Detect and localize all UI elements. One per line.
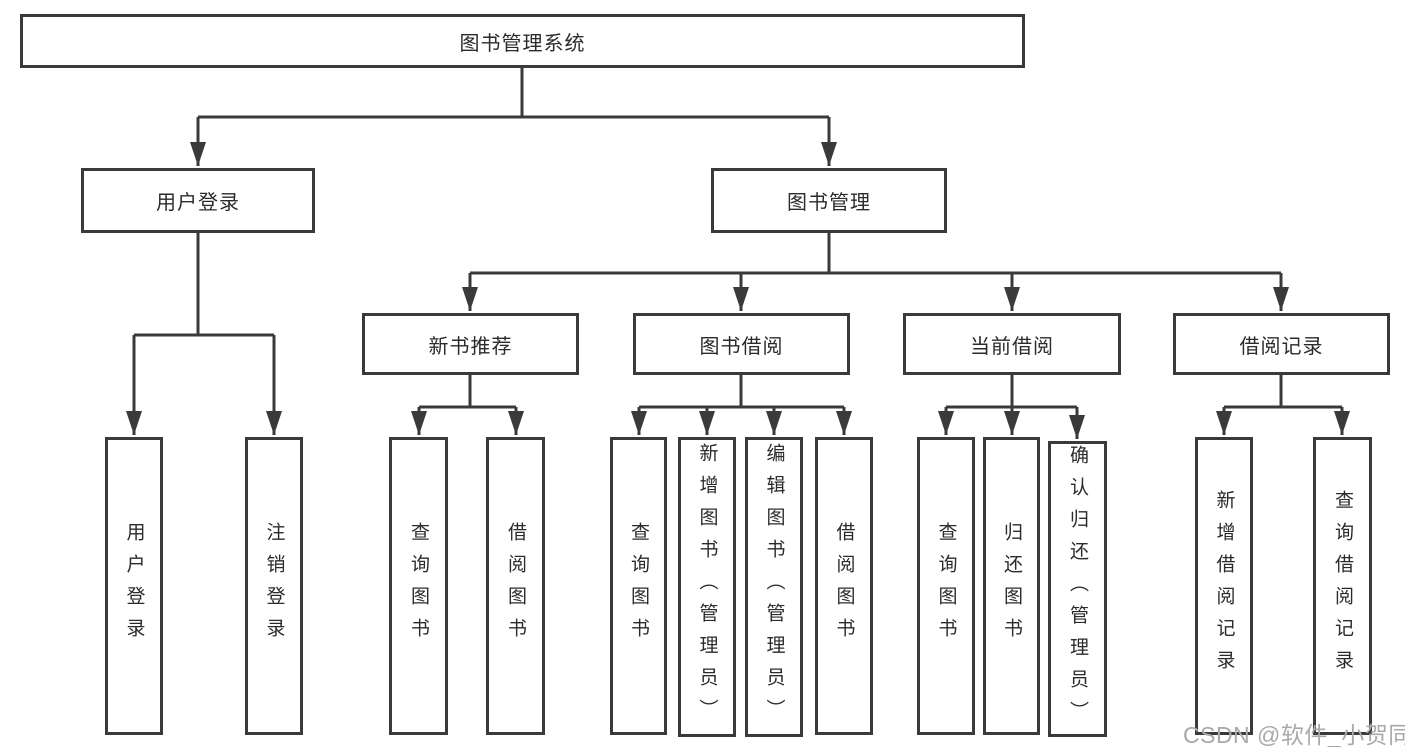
leaf-borrow-books: 借阅图书 [486, 437, 545, 735]
node-label: 查询图书 [408, 522, 429, 650]
node-label: 查询借阅记录 [1332, 490, 1353, 682]
node-label: 借阅图书 [505, 522, 526, 650]
node-user-login: 用户登录 [81, 168, 315, 233]
node-label: 编辑图书（管理员） [763, 443, 785, 731]
leaf-add-books-admin: 新增图书（管理员） [678, 437, 736, 737]
leaf-query-books: 查询图书 [389, 437, 448, 735]
node-library-management-system: 图书管理系统 [20, 14, 1025, 68]
leaf-query-books: 查询图书 [610, 437, 667, 735]
node-book-borrowing: 图书借阅 [633, 313, 850, 375]
node-label: 注销登录 [263, 522, 285, 650]
leaf-user-login: 用户登录 [105, 437, 163, 735]
node-current-borrowing: 当前借阅 [903, 313, 1121, 375]
node-label: 查询图书 [628, 522, 649, 650]
csdn-watermark: CSDN @软件_小贺同学 [1183, 722, 1405, 747]
leaf-return-books: 归还图书 [983, 437, 1040, 735]
node-label: 用户登录 [123, 522, 145, 650]
leaf-query-books: 查询图书 [917, 437, 975, 735]
node-label: 新增借阅记录 [1213, 490, 1235, 682]
node-label: 当前借阅 [970, 335, 1054, 358]
node-label: 图书管理系统 [459, 32, 586, 55]
node-label: 新增图书（管理员） [696, 443, 718, 731]
node-label: 确认归还（管理员） [1067, 445, 1088, 733]
leaf-confirm-return-admin: 确认归还（管理员） [1048, 441, 1107, 737]
node-label: 归还图书 [1001, 522, 1022, 650]
leaf-query-borrow-record: 查询借阅记录 [1313, 437, 1372, 735]
leaf-add-borrow-record: 新增借阅记录 [1195, 437, 1253, 735]
node-book-management: 图书管理 [711, 168, 947, 233]
node-borrowing-records: 借阅记录 [1173, 313, 1390, 375]
node-label: 图书借阅 [699, 335, 784, 358]
node-label: 图书管理 [787, 192, 871, 214]
leaf-logout: 注销登录 [245, 437, 303, 735]
node-label: 新书推荐 [428, 335, 513, 358]
node-new-book-recommendation: 新书推荐 [362, 313, 579, 375]
node-label: 用户登录 [156, 192, 240, 214]
leaf-borrow-books: 借阅图书 [815, 437, 873, 735]
node-label: 借阅记录 [1239, 335, 1324, 358]
leaf-edit-books-admin: 编辑图书（管理员） [745, 437, 803, 737]
node-label: 查询图书 [935, 522, 957, 650]
node-label: 借阅图书 [833, 522, 855, 650]
